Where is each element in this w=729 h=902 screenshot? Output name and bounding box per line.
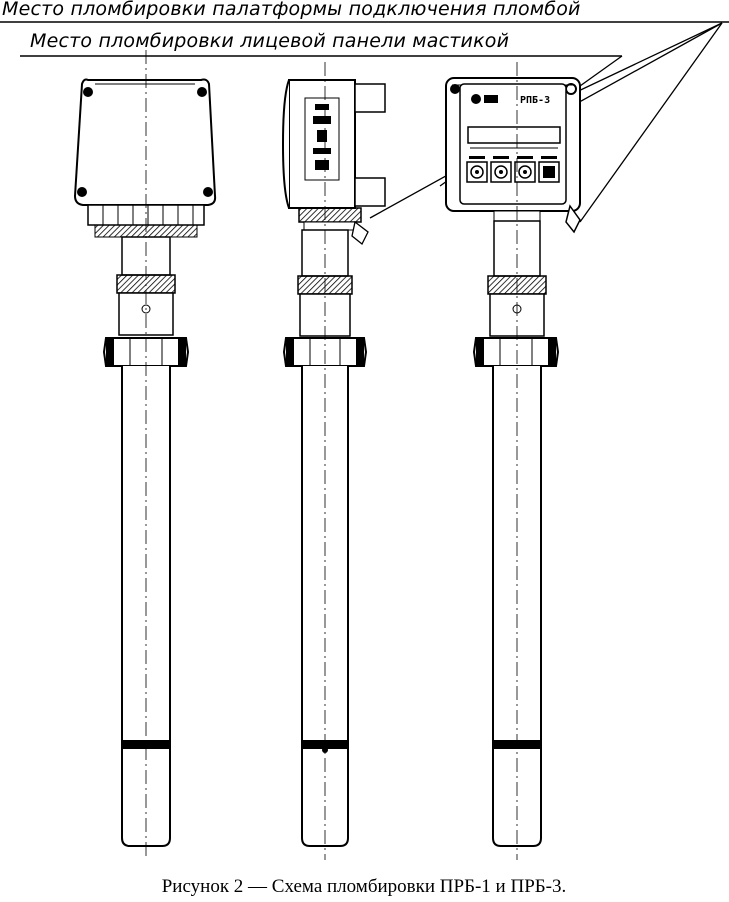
- side-seal: [351, 220, 369, 246]
- screw-tr: [197, 87, 207, 97]
- front-display-text: РПБ-3: [520, 95, 550, 106]
- device-front-view: РПБ-3: [445, 62, 581, 860]
- device-side-view: [281, 62, 386, 860]
- screw-tl: [83, 87, 93, 97]
- panel-seal-label: Место пломбировки лицевой панели мастико…: [30, 30, 509, 52]
- front-seal-bottom: [565, 204, 581, 234]
- rear-housing: [73, 78, 217, 206]
- device-rear-view: [73, 50, 217, 860]
- side-tube: [301, 366, 349, 847]
- screw-bl: [77, 187, 87, 197]
- leader-to-top-right-seal: [569, 22, 723, 96]
- brand-logo: [471, 94, 481, 104]
- front-tube: [492, 366, 542, 847]
- screw-br: [203, 187, 213, 197]
- leader-to-bottom-right-seal: [579, 22, 723, 223]
- display-window: [467, 126, 561, 144]
- panel-buttons: [466, 156, 560, 183]
- figure-caption: Рисунок 2 — Схема пломбировки ПРБ-1 и ПР…: [162, 876, 567, 897]
- platform-seal-label: Место пломбировки палатформы подключения…: [2, 0, 581, 20]
